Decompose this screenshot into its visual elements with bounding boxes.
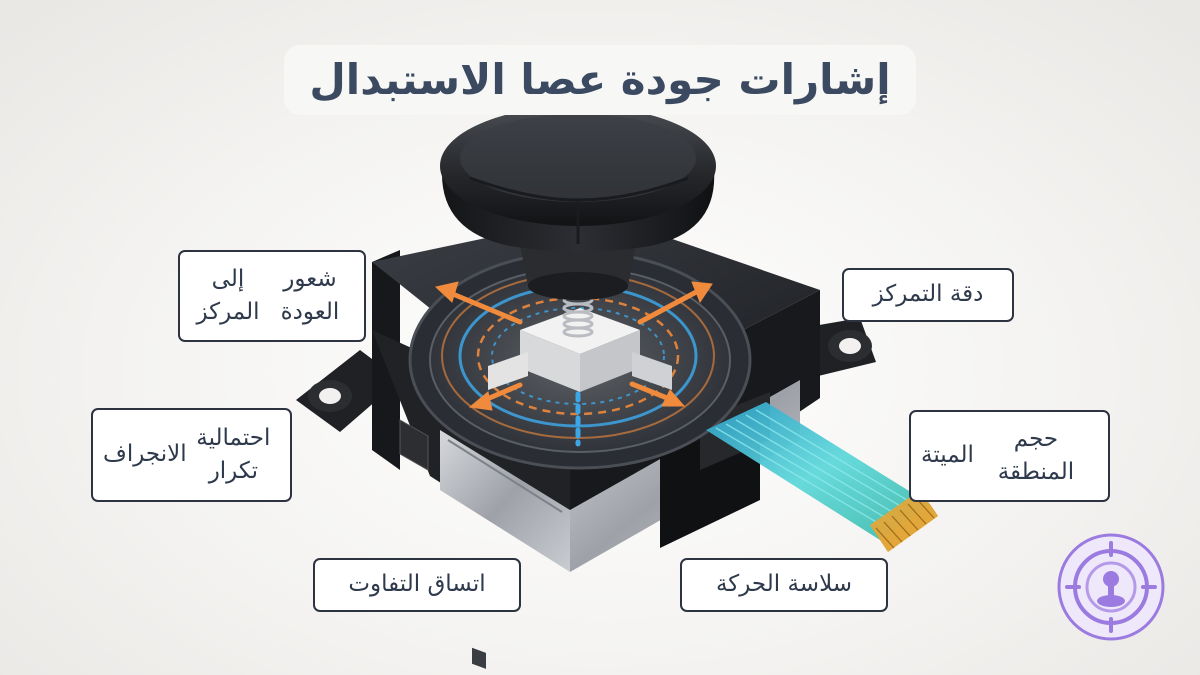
stick-shaft xyxy=(520,245,636,300)
label-tolerance-consistency: اتساق التفاوت xyxy=(313,558,521,612)
label-movement-smoothness-line1: سلاسة الحركة xyxy=(715,571,853,598)
label-centering-accuracy: دقة التمركز xyxy=(842,268,1014,322)
flex-ribbon-cable xyxy=(706,402,938,552)
gimbal-mechanism xyxy=(488,294,672,392)
label-drift-likelihood-line1: احتمالية تكرار xyxy=(196,424,271,484)
label-centering-accuracy-line1: دقة التمركز xyxy=(872,281,984,308)
label-dead-zone-size: حجم المنطقة الميتة xyxy=(909,410,1110,502)
label-dead-zone-size-line1: حجم المنطقة xyxy=(997,425,1075,485)
label-tolerance-consistency-line1: اتساق التفاوت xyxy=(348,571,486,598)
label-return-to-center-line2: إلى المركز xyxy=(196,265,260,325)
title-banner: إشارات جودة عصا الاستبدال xyxy=(284,45,916,115)
label-drift-likelihood-line2: الانجراف xyxy=(103,441,187,468)
target-joystick-icon xyxy=(1057,533,1165,641)
page-title: إشارات جودة عصا الاستبدال xyxy=(309,55,891,104)
label-return-to-center-line1: شعور العودة xyxy=(280,265,340,325)
label-drift-likelihood: احتمالية تكرار الانجراف xyxy=(91,408,292,502)
label-dead-zone-size-line2: الميتة xyxy=(921,442,974,469)
label-return-to-center: شعور العودة إلى المركز xyxy=(178,250,366,342)
thumb-cap xyxy=(440,106,716,252)
label-movement-smoothness: سلاسة الحركة xyxy=(680,558,888,612)
